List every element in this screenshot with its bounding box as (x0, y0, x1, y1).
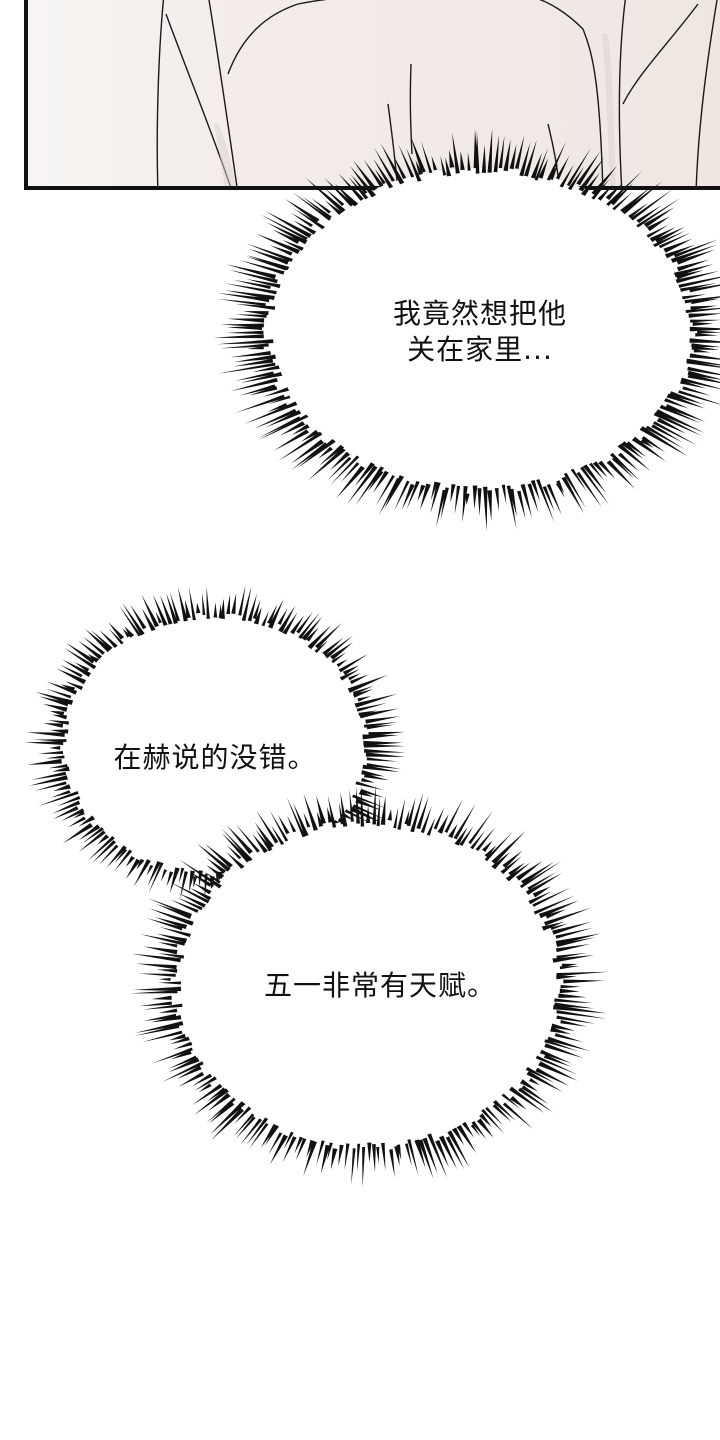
thought-text-3-line-1: 五一非常有天赋。 (263, 969, 496, 1002)
thought-bubble-2 (24, 585, 406, 903)
thought-bubble-1 (213, 128, 720, 531)
thought-text-1: 我竟然想把他 关在家里... (360, 296, 600, 368)
thought-text-1-line-2: 关在家里... (407, 333, 553, 366)
thought-bubble-3 (130, 784, 609, 1187)
thought-text-2: 在赫说的没错。 (95, 740, 335, 776)
thought-text-1-line-1: 我竟然想把他 (392, 297, 567, 330)
thought-text-2-line-1: 在赫说的没错。 (113, 741, 317, 774)
character-torso-illustration (156, 0, 718, 186)
thought-text-3: 五一非常有天赋。 (250, 968, 510, 1004)
